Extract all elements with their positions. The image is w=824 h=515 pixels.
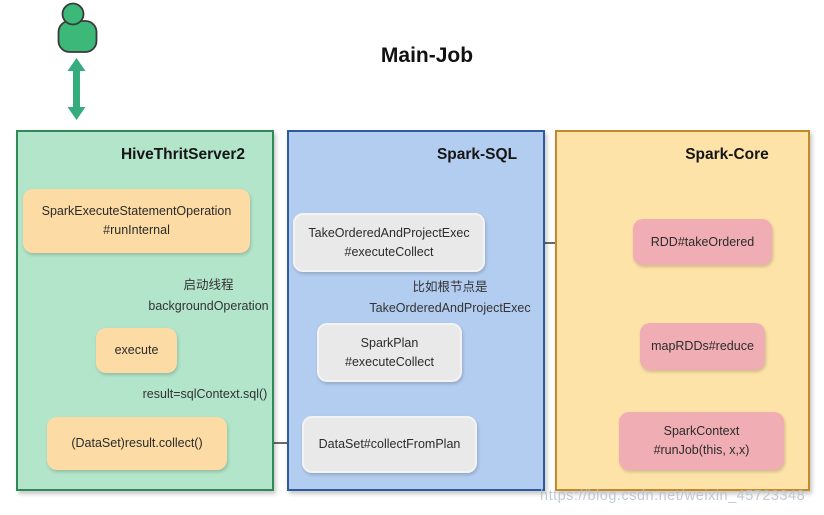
node-sparkcontext-runjob: SparkContext #runJob(this, x,x) [619, 412, 784, 470]
node-dataset-collectfromplan: DataSet#collectFromPlan [302, 416, 477, 473]
node-execute: execute [96, 328, 177, 373]
edge-label-text: 启动线程 [183, 278, 234, 292]
node-rdd-takeordered: RDD#takeOrdered [633, 219, 772, 265]
person-icon [57, 2, 98, 53]
node-text: #runJob(this, x,x) [653, 443, 750, 457]
edge-label-root-node: 比如根节点是 TakeOrderedAndProjectExec [362, 277, 538, 319]
node-text: mapRDDs#reduce [651, 339, 754, 354]
node-text: SparkContext [663, 424, 740, 439]
node-sparkexecutestatementoperation-runinternal: SparkExecuteStatementOperation #runInter… [23, 189, 250, 253]
node-dataset-result-collect: (DataSet)result.collect() [47, 417, 227, 470]
edge-label-start-thread: 启动线程 backgroundOperation [140, 275, 277, 317]
node-text: #runInternal [103, 223, 170, 237]
node-text: SparkPlan [360, 335, 419, 350]
node-text: execute [114, 343, 159, 358]
panel-title-spark-sql: Spark-SQL [436, 146, 518, 163]
node-text: TakeOrderedAndProjectExec [308, 225, 470, 240]
node-takeorderedandprojectexec-executecollect: TakeOrderedAndProjectExec #executeCollec… [293, 213, 485, 272]
watermark: https://blog.csdn.net/weixin_45723348 [540, 488, 806, 504]
double-vertical-arrow-icon [67, 58, 86, 120]
edge-label-text: TakeOrderedAndProjectExec [369, 301, 531, 315]
panel-title-spark-core: Spark-Core [685, 146, 769, 163]
node-text: (DataSet)result.collect() [71, 436, 203, 451]
node-text: RDD#takeOrdered [650, 234, 755, 249]
edge-label-sqlcontext-sql: result=sqlContext.sql() [135, 384, 275, 405]
panel-title-hivethritserver2: HiveThritServer2 [120, 146, 246, 163]
node-text: DataSet#collectFromPlan [318, 437, 461, 452]
node-text: #executeCollect [344, 244, 434, 259]
edge-label-text: result=sqlContext.sql() [142, 387, 268, 401]
node-sparkplan-executecollect: SparkPlan #executeCollect [317, 323, 462, 382]
edge-label-text: 比如根节点是 [412, 280, 488, 294]
node-text: #executeCollect [345, 354, 434, 369]
edge-label-text: backgroundOperation [148, 299, 269, 313]
node-text: SparkExecuteStatementOperation [41, 204, 232, 219]
page-title: Main-Job [380, 44, 474, 67]
node-maprdds-reduce: mapRDDs#reduce [640, 323, 765, 370]
